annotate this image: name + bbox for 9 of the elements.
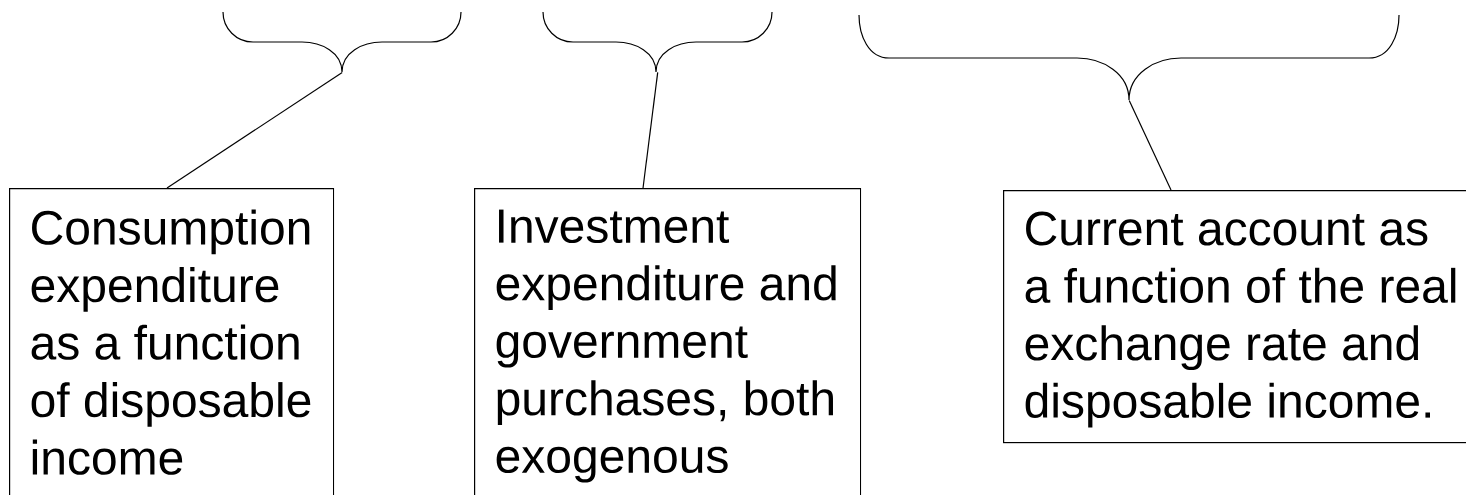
brace bbox=[222, 11, 462, 73]
text-box: Investment expenditure and government purchases, both exogenous bbox=[474, 188, 862, 495]
leader-line bbox=[1128, 99, 1172, 191]
leader-line bbox=[166, 71, 343, 189]
text-box: Current account as a function of the real exchange rate and disposable income. bbox=[1003, 190, 1466, 444]
brace bbox=[858, 14, 1400, 101]
leader-line bbox=[642, 71, 659, 189]
brace bbox=[542, 11, 773, 73]
text-box: Consumption expenditure as a function of disposable income bbox=[9, 188, 335, 495]
